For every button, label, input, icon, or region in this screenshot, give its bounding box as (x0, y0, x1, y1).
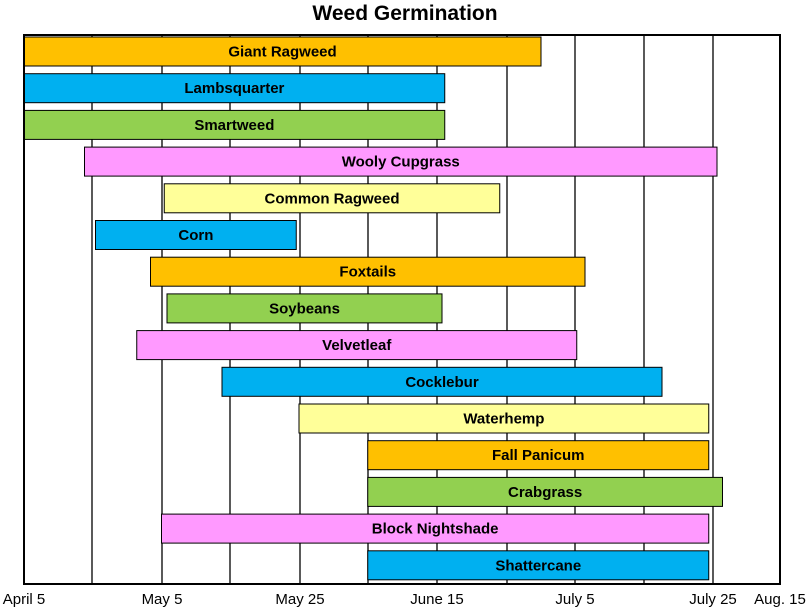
bar-label-waterhemp: Waterhemp (463, 411, 544, 428)
bar-label-lambsquarter: Lambsquarter (184, 80, 284, 97)
bar-label-block-nightshade: Block Nightshade (372, 521, 499, 538)
bar-label-smartweed: Smartweed (194, 117, 274, 134)
bar-label-corn: Corn (178, 227, 213, 244)
bar-label-wooly-cupgrass: Wooly Cupgrass (342, 154, 460, 171)
bar-common-ragweed (163, 183, 501, 214)
x-tick-label: Aug. 15 (754, 591, 806, 608)
bar-wooly-cupgrass (84, 146, 718, 177)
bar-smartweed (23, 109, 446, 140)
bar-label-velvetleaf: Velvetleaf (322, 337, 392, 354)
x-tick-label: July 5 (555, 591, 594, 608)
bar-label-shattercane: Shattercane (495, 557, 581, 574)
bar-waterhemp (298, 403, 710, 434)
bar-label-fall-panicum: Fall Panicum (492, 447, 585, 464)
bar-soybeans (166, 293, 443, 324)
bar-shattercane (367, 550, 710, 581)
bar-label-cocklebur: Cocklebur (405, 374, 479, 391)
bar-foxtails (150, 256, 586, 287)
bar-lambsquarter (23, 73, 446, 104)
bar-corn (95, 220, 297, 250)
bar-crabgrass (367, 476, 723, 507)
bar-fall-panicum (367, 440, 710, 471)
bar-layer: Giant RagweedLambsquarterSmartweedWooly … (23, 36, 723, 581)
bar-label-foxtails: Foxtails (339, 264, 396, 281)
tick-layer: April 5 May 5 May 25 June 15 July 5 July 25 Au… (3, 591, 806, 608)
bar-label-common-ragweed: Common Ragweed (264, 190, 399, 207)
bar-block-nightshade (161, 513, 710, 544)
x-tick-label: July 25 (689, 591, 737, 608)
plot-frame (23, 34, 781, 585)
x-tick-label: May 5 (142, 591, 183, 608)
bar-cocklebur (221, 366, 663, 397)
bar-giant-ragweed (23, 36, 542, 67)
bar-velvetleaf (136, 330, 578, 361)
x-tick-label: May 25 (275, 591, 324, 608)
bar-label-soybeans: Soybeans (269, 300, 340, 317)
bar-label-crabgrass: Crabgrass (508, 484, 582, 501)
x-tick-label: April 5 (3, 591, 46, 608)
x-tick-label: June 15 (410, 591, 463, 608)
chart-title: Weed Germination (312, 2, 498, 25)
bar-label-giant-ragweed: Giant Ragweed (228, 44, 336, 61)
